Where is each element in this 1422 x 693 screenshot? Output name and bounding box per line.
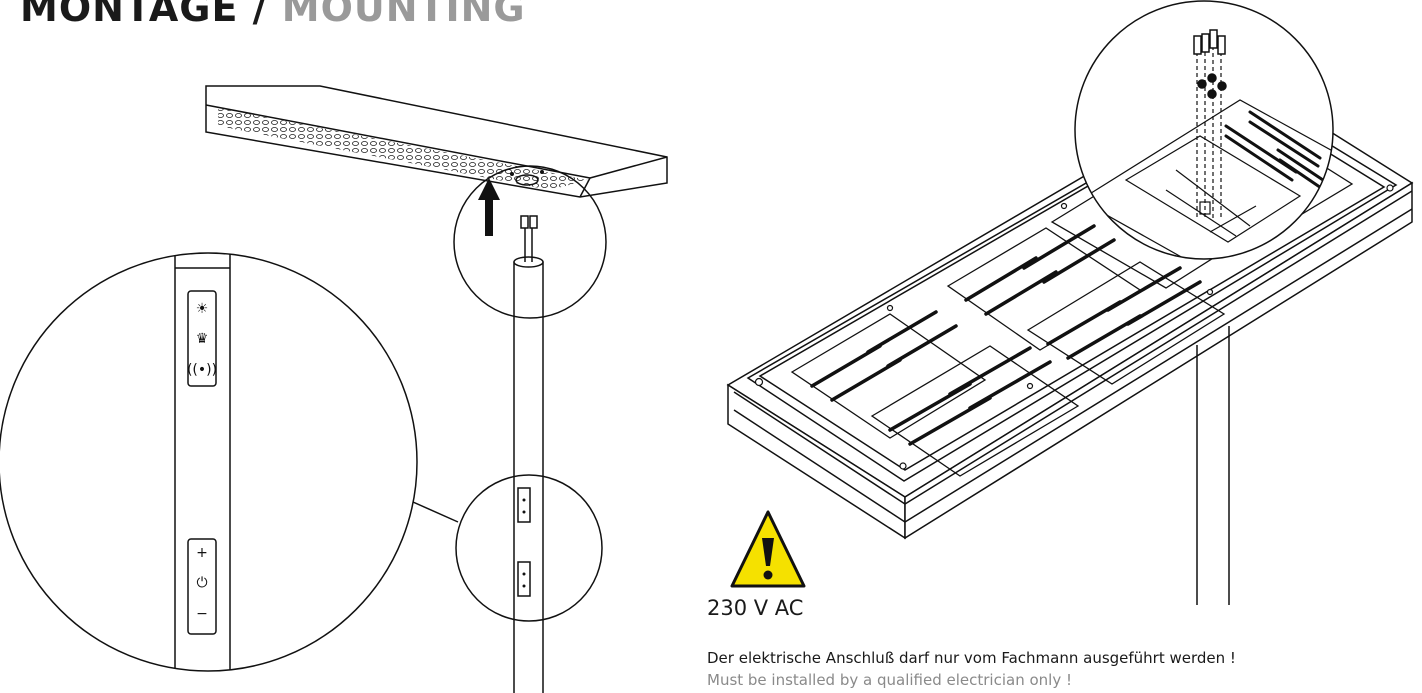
crown-icon[interactable]: ♛: [196, 331, 209, 347]
luminaire-head: [205, 85, 668, 198]
warning-notice-german: Der elektrische Anschluß darf nur vom Fa…: [707, 649, 1236, 667]
wireless-icon[interactable]: ((•)): [187, 362, 217, 378]
pole-clip-detail: [455, 474, 603, 622]
warning-notice-english: Must be installed by a qualified electri…: [707, 671, 1072, 689]
sun-icon[interactable]: ☀: [196, 301, 209, 317]
electronics-detail: [1074, 0, 1334, 260]
upper-button-group: ☀ ♛ ((•)): [187, 301, 217, 378]
plus-icon[interactable]: +: [196, 545, 208, 561]
voltage-label: 230 V AC: [707, 596, 804, 620]
warning-triangle-icon: [730, 510, 806, 588]
screw-set-icon: [1193, 29, 1227, 99]
title-german: MONTAGE /: [20, 0, 268, 30]
control-panel-detail: [0, 252, 418, 672]
lower-button-group: + ⏻ −: [196, 545, 208, 622]
stand: [1196, 326, 1230, 605]
minus-icon[interactable]: −: [196, 606, 208, 622]
power-icon[interactable]: ⏻: [196, 575, 207, 591]
page-title: MONTAGE / MOUNTING: [20, 0, 526, 30]
frame-screws: [754, 184, 1394, 470]
title-english: MOUNTING: [281, 0, 526, 30]
pole: [513, 215, 544, 693]
up-arrow-icon: [478, 178, 500, 236]
grille-slots: [810, 224, 1202, 446]
